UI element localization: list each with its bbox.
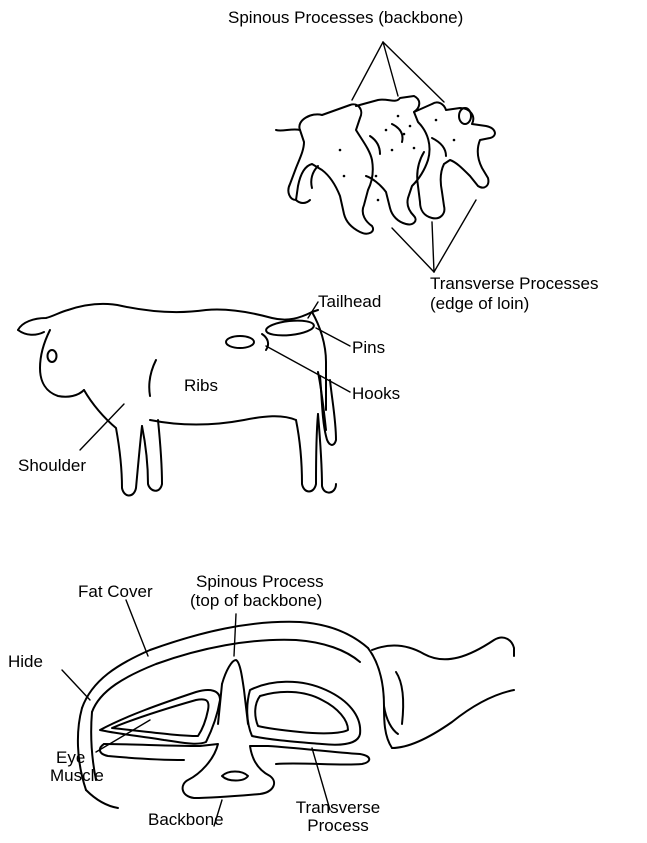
spinous-process-label: Spinous Process: [196, 572, 306, 591]
hooks-label: Hooks: [352, 384, 400, 403]
cross-section-pointers: [62, 600, 330, 826]
cross-section-illustration: [78, 622, 514, 808]
transverse-processes-pointers: [392, 200, 476, 272]
transverse-label: Transverse: [290, 798, 386, 817]
spinous-processes-label: Spinous Processes (backbone): [228, 8, 463, 27]
edge-of-loin-label: (edge of loin): [430, 294, 529, 313]
process-label: Process: [290, 816, 386, 835]
spinous-processes-pointers: [352, 42, 444, 102]
hide-label: Hide: [8, 652, 43, 671]
ribs-label: Ribs: [184, 376, 218, 395]
vertebrae-illustration: [276, 96, 495, 234]
top-of-backbone-label: (top of backbone): [190, 591, 312, 610]
eye-label: Eye: [56, 748, 85, 767]
backbone-label: Backbone: [148, 810, 224, 829]
tailhead-label: Tailhead: [318, 292, 381, 311]
fat-cover-label: Fat Cover: [78, 582, 153, 601]
shoulder-label: Shoulder: [18, 456, 86, 475]
transverse-processes-label: Transverse Processes: [430, 274, 598, 293]
muscle-label: Muscle: [50, 766, 104, 785]
pins-label: Pins: [352, 338, 385, 357]
